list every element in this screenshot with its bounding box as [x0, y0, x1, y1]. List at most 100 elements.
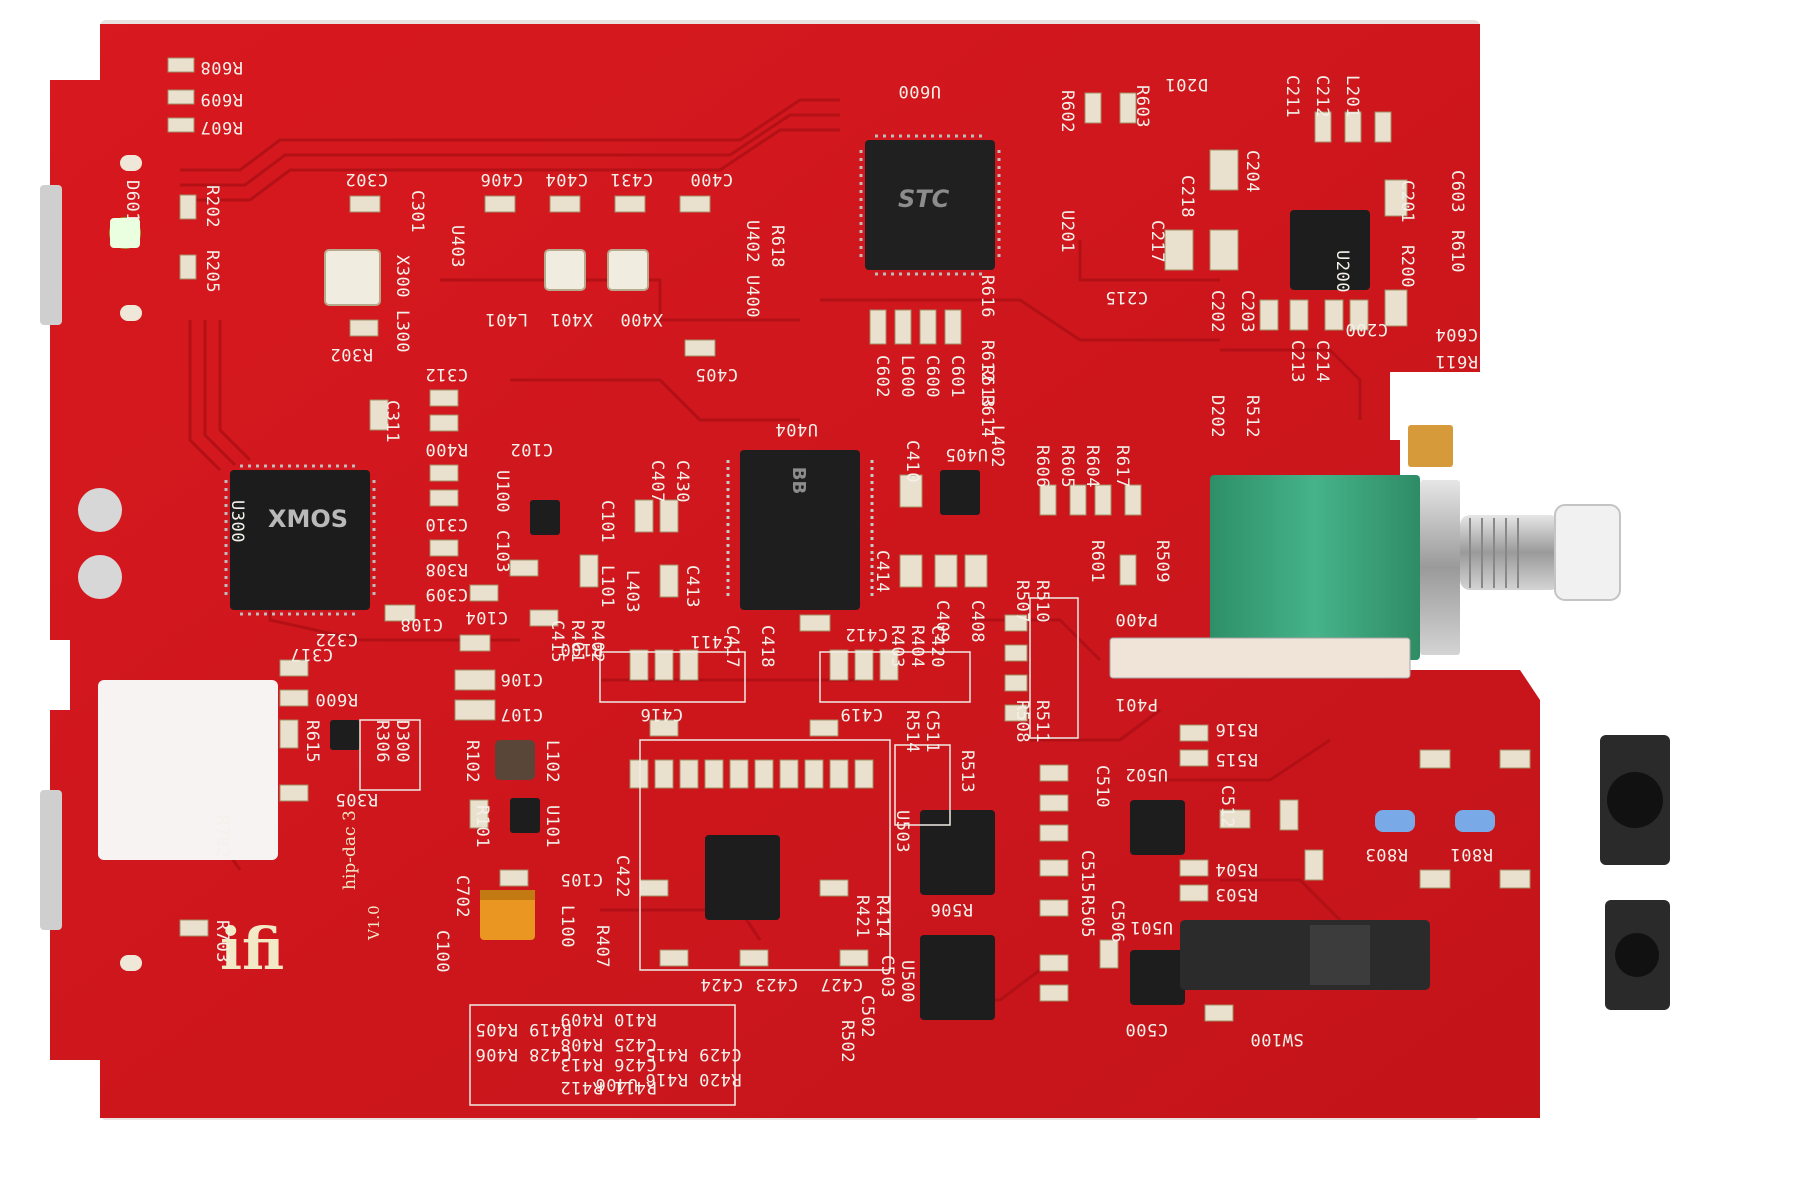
u101-chip — [510, 798, 540, 833]
u500-chip — [920, 935, 995, 1020]
silk-r403: R403 — [887, 625, 907, 668]
silk-r618: R618 — [767, 225, 787, 268]
silk-r102: R102 — [462, 740, 482, 783]
silk-p400: P400 — [1115, 609, 1158, 629]
silk-c105: C105 — [560, 869, 603, 889]
silk-r617: R617 — [1112, 445, 1132, 488]
stc-chip — [865, 140, 995, 270]
silk-c417: C417 — [722, 625, 742, 668]
silk-c201: C201 — [1397, 180, 1417, 223]
silk-block-left-2: C428 R406 — [475, 1044, 572, 1064]
silk-r603: R603 — [1132, 85, 1152, 128]
tantalum-capacitor — [480, 890, 535, 940]
silk-r401: R401 — [567, 620, 587, 663]
silk-d601: D601 — [122, 180, 142, 223]
silk-r512: R512 — [1242, 395, 1262, 438]
volume-knob-knurl — [1554, 504, 1621, 601]
circuit-board: XMOS STC BB ifi hip-dac 3 V1.0 R608 R609… — [40, 20, 1730, 1180]
silk-r703: R703 — [212, 920, 232, 963]
silk-c512: C512 — [1217, 785, 1237, 828]
silk-r511: R511 — [1032, 700, 1052, 743]
silk-c415: C415 — [547, 620, 567, 663]
silk-c311: C311 — [382, 400, 402, 443]
silk-c603: C603 — [1447, 170, 1467, 213]
silk-sw100: SW100 — [1250, 1029, 1304, 1049]
potentiometer-bracket — [1420, 480, 1460, 655]
silk-r407: R407 — [592, 925, 612, 968]
silk-block-mid-1: R410 R409 — [560, 1009, 657, 1029]
silk-c510: C510 — [1092, 765, 1112, 808]
silk-r515: R515 — [1215, 749, 1258, 769]
silk-r702: R702 — [212, 815, 232, 858]
silk-u500: U500 — [897, 960, 917, 1003]
crystal-x401 — [544, 249, 586, 291]
silk-block-r-1: C426 R413 — [560, 1054, 657, 1074]
silk-r306: R306 — [372, 720, 392, 763]
silk-c511: C511 — [922, 710, 942, 753]
silk-c400: C400 — [690, 169, 733, 189]
silk-u402: U402 — [742, 220, 762, 263]
silk-c203: C203 — [1237, 290, 1257, 333]
screw-hole-2 — [78, 555, 122, 599]
u502-chip — [1130, 800, 1185, 855]
silk-u600: U600 — [898, 81, 941, 101]
silk-r606: R606 — [1032, 445, 1052, 488]
silk-u101: U101 — [542, 805, 562, 848]
silk-l201: L201 — [1342, 75, 1362, 118]
usb-connector-top — [40, 185, 62, 325]
silk-block-r-2: R411 R412 — [560, 1077, 657, 1097]
silk-c423: C423 — [755, 974, 798, 994]
potentiometer-shaft — [1460, 515, 1560, 590]
silk-r610: R610 — [1447, 230, 1467, 273]
silk-r801: R801 — [1450, 844, 1493, 864]
sw100-switch — [1180, 920, 1430, 990]
u406-chip — [705, 835, 780, 920]
silk-r514: R514 — [902, 710, 922, 753]
silk-r513: R513 — [957, 750, 977, 793]
silk-c108: C108 — [400, 614, 443, 634]
silk-c600: C600 — [922, 355, 942, 398]
silk-c312: C312 — [425, 364, 468, 384]
silk-r101: R101 — [472, 805, 492, 848]
silk-c103: C103 — [492, 530, 512, 573]
silk-r615: R615 — [302, 720, 322, 763]
resistor-r803 — [1375, 810, 1415, 832]
silk-c404: C404 — [545, 169, 588, 189]
silk-r504: R504 — [1215, 859, 1258, 879]
gold-pad — [1408, 425, 1453, 467]
silk-c301: C301 — [407, 190, 427, 233]
silk-c430: C430 — [672, 460, 692, 503]
screw-hole-1 — [78, 488, 122, 532]
silk-c419: C419 — [840, 704, 883, 724]
silk-c217: C217 — [1147, 220, 1167, 263]
silk-d201: D201 — [1165, 74, 1208, 94]
silk-c100: C100 — [432, 930, 452, 973]
silk-c414: C414 — [872, 550, 892, 593]
silk-u200: U200 — [1332, 250, 1352, 293]
bb-chip-marking: BB — [788, 466, 810, 495]
silk-c102: C102 — [510, 439, 553, 459]
silk-r508: R508 — [1012, 700, 1032, 743]
silk-l100: L100 — [557, 905, 577, 948]
silk-c503: C503 — [877, 955, 897, 998]
silk-c702: C702 — [452, 875, 472, 918]
silk-c104: C104 — [465, 607, 508, 627]
crystal-x300 — [324, 249, 381, 306]
silk-r616: R616 — [977, 275, 997, 318]
silk-r601: R601 — [1087, 540, 1107, 583]
u501-chip — [1130, 950, 1185, 1005]
silk-r516: R516 — [1215, 719, 1258, 739]
silk-c418: C418 — [757, 625, 777, 668]
silk-u100: U100 — [492, 470, 512, 513]
silk-u403: U403 — [447, 225, 467, 268]
silk-c200: C200 — [1345, 319, 1388, 339]
crystal-x400 — [607, 249, 649, 291]
silk-r205: R205 — [202, 250, 222, 293]
silk-c416: C416 — [640, 704, 683, 724]
silk-d300: D300 — [392, 720, 412, 763]
silk-c431: C431 — [610, 169, 653, 189]
inductor-l102 — [495, 740, 535, 780]
silk-c413: C413 — [682, 565, 702, 608]
silk-c213: C213 — [1287, 340, 1307, 383]
silk-r602: R602 — [1057, 90, 1077, 133]
